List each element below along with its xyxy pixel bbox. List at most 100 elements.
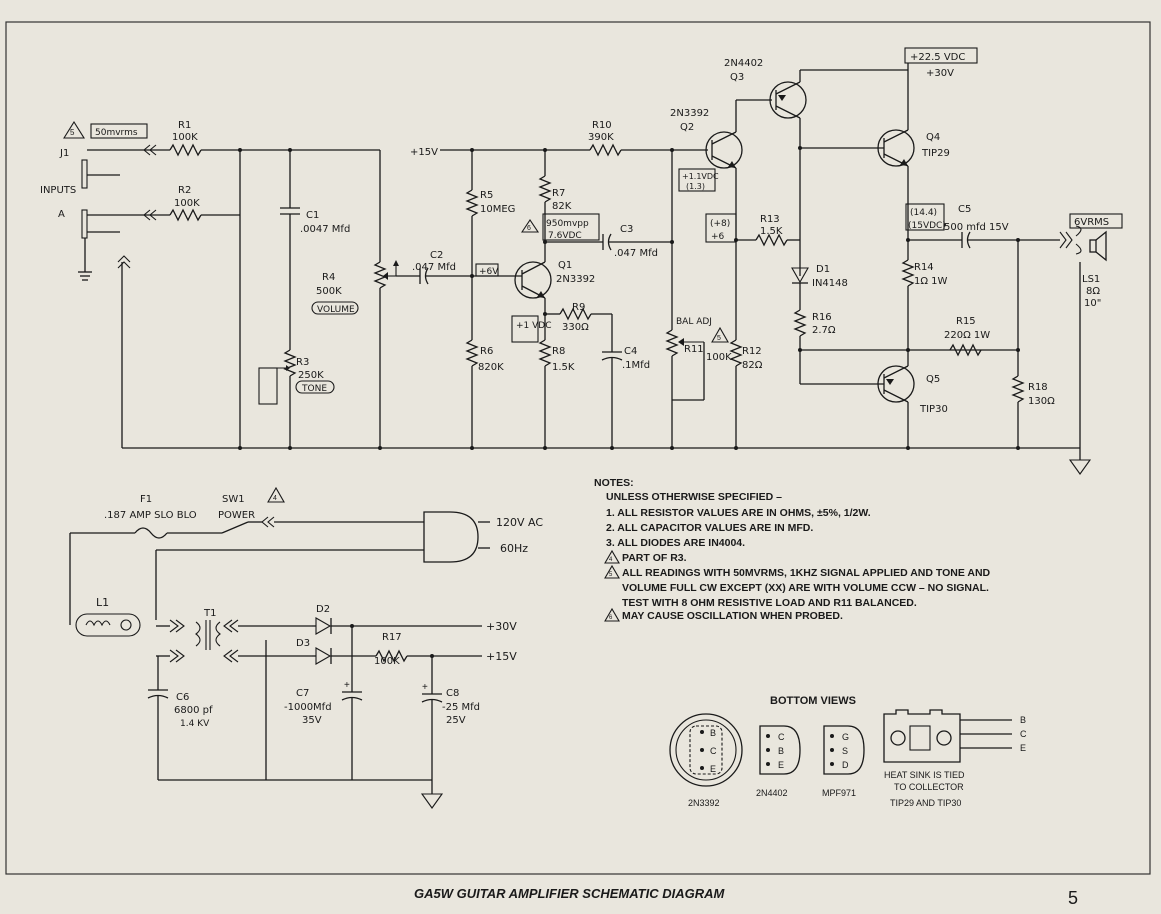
- r6-value: 820K: [478, 362, 504, 373]
- r7-ref: R7: [552, 188, 565, 199]
- sw1-ref: SW1: [222, 494, 245, 505]
- package-2n3392: [669, 713, 743, 787]
- c3-ref: C3: [620, 224, 633, 235]
- q1-ref: Q1: [558, 260, 572, 271]
- c8-ref: C8: [446, 688, 459, 699]
- d1-ref: D1: [816, 264, 830, 275]
- mpf971-pin-3: D: [842, 760, 849, 770]
- 2n4402-pin-1: C: [778, 732, 785, 742]
- page-border: [5, 21, 1151, 875]
- q2-emitter-voltage: (+8): [710, 219, 730, 229]
- r12-value: 82Ω: [742, 360, 763, 371]
- c2-value: .047 Mfd: [412, 262, 456, 273]
- c7-ref: C7: [296, 688, 309, 699]
- r11-ref: R11: [684, 344, 704, 355]
- notes-intro: UNLESS OTHERWISE SPECIFIED –: [606, 491, 782, 503]
- note-5-tag: 5: [609, 572, 613, 578]
- r17-value: 100K: [374, 656, 400, 667]
- input-signal-level: 50mvrms: [95, 128, 138, 138]
- 2n3392-pin-3: E: [710, 764, 716, 774]
- c1-value: .0047 Mfd: [300, 224, 350, 235]
- c8-value: -25 Mfd: [442, 702, 480, 713]
- q3-ref: Q3: [730, 72, 744, 83]
- tip-caption-2: TO COLLECTOR: [894, 782, 964, 792]
- 2n4402-label: 2N4402: [756, 788, 788, 798]
- q2-ref: Q2: [680, 122, 694, 133]
- input-two-label: A: [58, 209, 65, 220]
- q1-collector-signal: 950mvpp: [546, 219, 589, 229]
- inputs-label: INPUTS: [40, 185, 76, 196]
- r3-value: 250K: [298, 370, 324, 381]
- r11-value: 100K: [706, 352, 732, 363]
- ls1-size: 10": [1084, 298, 1101, 309]
- d1-value: IN4148: [812, 278, 848, 289]
- c4-value: .1Mfd: [622, 360, 650, 371]
- r7-value: 82K: [552, 201, 572, 212]
- ac-frequency-label: 60Hz: [500, 542, 528, 555]
- f1-value: .187 AMP SLO BLO: [104, 510, 197, 521]
- ps-30v-label: +30V: [486, 620, 517, 633]
- q2-value: 2N3392: [670, 108, 709, 119]
- note-5-line-1: ALL READINGS WITH 50MVRMS, 1KHZ SIGNAL A…: [622, 567, 991, 579]
- 2n4402-pin-2: B: [778, 746, 784, 756]
- output-voltage-ccw: (14.4): [910, 208, 937, 218]
- note-4: PART OF R3.: [622, 552, 687, 564]
- q2-base-voltage: +1.1VDC: [682, 172, 719, 181]
- q2-emitter-voltage-2: +6: [711, 232, 725, 242]
- note-3: 3. ALL DIODES ARE IN4004.: [606, 537, 745, 549]
- package-2n4402: [759, 725, 801, 775]
- r12-ref: R12: [742, 346, 762, 357]
- tip-pin-1: B: [1020, 715, 1026, 725]
- r9-value: 330Ω: [562, 322, 589, 333]
- ls1-ref: LS1: [1082, 274, 1100, 285]
- page-number: 5: [1068, 888, 1078, 908]
- ls1-value: 8Ω: [1086, 286, 1100, 297]
- c5-ref: C5: [958, 204, 971, 215]
- svg-text:+: +: [344, 680, 350, 691]
- r5-value: 10MEG: [480, 204, 515, 215]
- mpf971-label: MPF971: [822, 788, 856, 798]
- r14-value: 1Ω 1W: [914, 276, 948, 287]
- note-2: 2. ALL CAPACITOR VALUES ARE IN MFD.: [606, 522, 813, 534]
- r13-value: 1.5K: [760, 226, 783, 237]
- r16-ref: R16: [812, 312, 832, 323]
- c1-ref: C1: [306, 210, 319, 221]
- input-note-tag: 5: [70, 128, 75, 137]
- ac-input-label: 120V AC: [496, 516, 543, 529]
- oscillation-tag: 6: [527, 225, 531, 232]
- note-1: 1. ALL RESISTOR VALUES ARE IN OHMS, ±5%,…: [606, 507, 871, 519]
- d2-label: D2: [316, 604, 330, 615]
- c6-value: 6800 pf: [174, 705, 213, 716]
- package-tip29-tip30: [883, 709, 961, 763]
- note-4-tag: 4: [609, 557, 613, 563]
- 2n3392-pin-1: B: [710, 728, 716, 738]
- output-stage: +22.5 VDC +30V Q4 TIP29 (14.4) (15VDC) C…: [791, 47, 1123, 475]
- r15-ref: R15: [956, 316, 976, 327]
- q1-value: 2N3392: [556, 274, 595, 285]
- 2n4402-pin-3: E: [778, 760, 784, 770]
- supply-voltage: +30V: [926, 68, 954, 79]
- r9-ref: R9: [572, 302, 585, 313]
- output-voltage: (15VDC): [908, 221, 946, 231]
- r18-value: 130Ω: [1028, 396, 1055, 407]
- q1-emitter-voltage: +1 VDC: [516, 321, 552, 331]
- c4-ref: C4: [624, 346, 637, 357]
- v15-label: +15V: [410, 147, 438, 158]
- r11-tag: 5: [717, 335, 721, 342]
- c2-ref: C2: [430, 250, 443, 261]
- power-supply: F1 .187 AMP SLO BLO SW1 POWER 4 120V AC …: [69, 486, 543, 809]
- input-section: J1 INPUTS A 5 50mvrms R1 100K R2 100K: [40, 120, 1080, 450]
- q3-value: 2N4402: [724, 58, 763, 69]
- bottom-views: BOTTOM VIEWS B C E 2N3392 C B E 2N4402 G…: [669, 695, 1027, 808]
- r16-value: 2.7Ω: [812, 325, 836, 336]
- r11-label: BAL ADJ: [676, 317, 712, 327]
- c6-rating: 1.4 KV: [180, 719, 210, 729]
- notes-heading: NOTES:: [594, 477, 634, 489]
- tip-pin-2: C: [1020, 729, 1027, 739]
- 2n3392-label: 2N3392: [688, 798, 720, 808]
- r3-label: TONE: [301, 384, 327, 394]
- mpf971-pin-1: G: [842, 732, 849, 742]
- note-5-line-3: TEST WITH 8 OHM RESISTIVE LOAD AND R11 B…: [622, 597, 917, 609]
